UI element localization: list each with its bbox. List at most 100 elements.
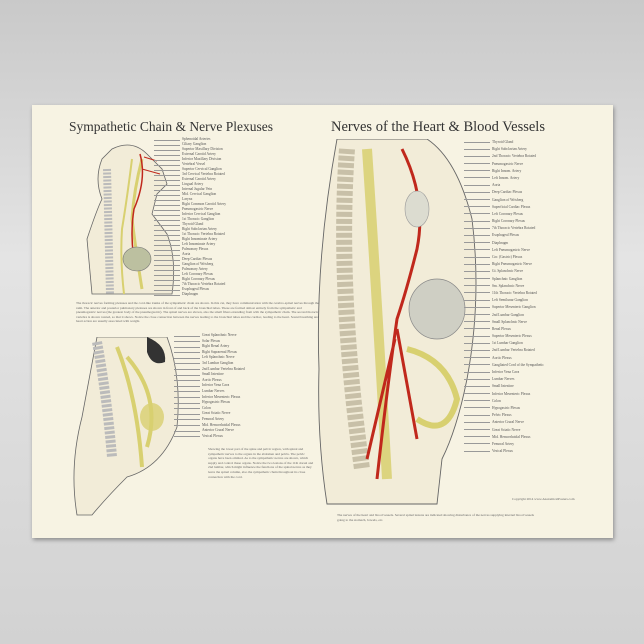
anatomy-label: Ganglion of Wrisberg	[153, 262, 226, 267]
anatomy-label: Superficial Cardiac Plexus	[464, 204, 544, 211]
anatomy-label: Vesical Plexus	[174, 434, 245, 440]
anatomy-label: Left Semilunar Ganglion	[464, 297, 544, 304]
anatomy-label: Pulmonary Artery	[153, 267, 226, 272]
anatomy-label: Pelvic Plexus	[464, 412, 544, 419]
anatomy-label: Great Sciatic Nerve	[464, 427, 544, 434]
anatomy-label: Right Coronary Plexus	[464, 218, 544, 225]
anatomy-label: Aorta	[464, 182, 544, 189]
anatomy-label: Hypogastric Plexus	[464, 405, 544, 412]
anatomy-label: Inferior Cervical Ganglion	[153, 212, 226, 217]
anatomy-label: External Carotid Artery	[153, 177, 226, 182]
anatomy-label: Superior Cervical Ganglion	[153, 167, 226, 172]
lower-body-illustration	[73, 337, 179, 516]
anatomy-label: 2nd Lumbar Vertebra Rotated	[464, 347, 544, 354]
anatomy-label: 11th Thoracic Vertebra Rotated	[464, 290, 544, 297]
anatomy-label: Inferior Mesenteric Plexus	[464, 391, 544, 398]
anatomy-label: Left Innominate Artery	[153, 242, 226, 247]
anatomy-label: 1st Lumbar Ganglion	[464, 340, 544, 347]
anatomy-label: Thyroid Gland	[153, 222, 226, 227]
anatomy-label: Gt. Splanchnic Nerve	[464, 268, 544, 275]
anatomy-label: Internal Jugular Vein	[153, 187, 226, 192]
anatomy-label: Superior Mesenteric Plexus	[464, 333, 544, 340]
left-title: Sympathetic Chain & Nerve Plexuses	[69, 119, 273, 134]
anatomy-label: Cor. (Gastric) Plexus	[464, 254, 544, 261]
anatomy-label: Right Pneumogastric Nerve	[464, 261, 544, 268]
anatomy-label: Inferior Vena Cava	[464, 369, 544, 376]
anatomy-label: Diaphragm	[153, 292, 226, 297]
anatomy-label: Aortic Plexus	[464, 355, 544, 362]
anatomy-label: Esophageal Plexus	[464, 232, 544, 239]
anatomy-label: Colon	[464, 398, 544, 405]
anatomy-label: Sphenoidal Arteries	[153, 137, 226, 142]
anatomy-label: Renal Plexus	[464, 326, 544, 333]
anatomy-label: Mid. Hemorrhoidal Plexus	[464, 434, 544, 441]
anatomy-label: Right Subclavian Artery	[464, 146, 544, 153]
anatomy-label: 3rd Lumbar Ganglion	[174, 361, 245, 367]
anatomy-label: Pulmonary Plexus	[153, 247, 226, 252]
anatomy-label: 7th Thoracic Vertebra Rotated	[464, 225, 544, 232]
anatomy-label: Left Coronary Plexus	[464, 211, 544, 218]
anatomy-label: Deep Cardiac Plexus	[464, 189, 544, 196]
anatomy-label: Right Subclavian Artery	[153, 227, 226, 232]
anatomy-label: Pneumogastric Nerve	[464, 161, 544, 168]
anatomy-label: 1st Thoracic Ganglion	[153, 217, 226, 222]
anatomy-label: Small Splanchnic Nerve	[464, 319, 544, 326]
anatomy-label: 2nd Lumbar Vertebra Rotated	[174, 366, 245, 371]
right-title: Nerves of the Heart & Blood Vessels	[331, 119, 545, 135]
anatomy-label: Femoral Artery	[174, 417, 245, 423]
anatomy-label: Solar Plexus	[174, 339, 245, 345]
anatomy-label: Anterior Crural Nerve	[174, 428, 245, 434]
anatomy-label: Diaphragm	[464, 240, 544, 247]
right-caption: The nerves of the heart and blood vessel…	[337, 513, 534, 522]
anatomy-label: Deep Cardiac Plexus	[153, 257, 226, 262]
anatomy-label: Lingual Artery	[153, 182, 226, 187]
anatomy-label: Right Coronary Plexus	[153, 277, 226, 282]
anatomy-label: Esophageal Plexus	[153, 287, 226, 292]
anatomy-label: Right Renal Artery	[174, 344, 245, 350]
left-upper-paragraph: The thoracic nerves forming plexuses and…	[76, 301, 320, 324]
anatomy-label: Right Innom. Artery	[464, 168, 544, 175]
upper-body-illustration	[86, 144, 175, 295]
anatomy-label: Inferior Vena Cava	[174, 383, 245, 389]
anatomy-label: Sm. Splanchnic Nerve	[464, 283, 544, 290]
left-lower-paragraph: Showing the lower part of the spine and …	[208, 447, 314, 479]
anatomy-label: 3rd Cervical Vertebra Rotated	[153, 172, 225, 176]
anatomy-label: Hypogastric Plexus	[174, 400, 245, 406]
anatomy-label: Left Coronary Plexus	[153, 272, 226, 277]
anatomy-label: Larynx	[153, 197, 226, 202]
anatomy-label: Inferior Maxillary Division	[153, 157, 226, 162]
anatomy-label: Mid. Hemorrhoidal Plexus	[174, 423, 245, 429]
anatomy-label: Aorta	[153, 252, 226, 257]
anatomy-label: Gangliated Cord of the Sympathetic	[464, 362, 544, 369]
anatomy-label: Ciliary Ganglion	[153, 142, 226, 147]
anatomy-label: Superior Mesenteric Ganglion	[464, 304, 544, 311]
anatomy-poster: Sympathetic Chain & Nerve Plexuses Nerve…	[32, 105, 613, 538]
anatomy-label: Inferior Mesenteric Plexus	[174, 395, 245, 401]
anatomy-label: 2nd Lumbar Ganglion	[464, 312, 544, 319]
anatomy-label: Lumbar Nerves	[464, 376, 544, 383]
anatomy-label: Vertebral Vessel	[153, 162, 226, 167]
anatomy-label: 1st Thoracic Vertebra Rotated	[153, 232, 225, 236]
anatomy-label: Colon	[174, 406, 245, 412]
anatomy-label: Pneumogastric Nerve	[153, 207, 226, 212]
anatomy-label: Thyroid Gland	[464, 139, 544, 146]
anatomy-label: Aortic Plexus	[174, 378, 245, 384]
anatomy-label: Splanchnic Ganglion	[464, 276, 544, 283]
anatomy-label: 2nd Thoracic Vertebra Rotated	[464, 153, 544, 160]
anatomy-label: Lumbar Nerves	[174, 389, 245, 395]
anatomy-label: Left Pneumogastric Nerve	[464, 247, 544, 254]
anatomy-label: Ganglion of Wrisberg	[464, 197, 544, 204]
anatomy-label: Right Innominate Artery	[153, 237, 226, 242]
anatomy-label: Great Sciatic Nerve	[174, 411, 245, 417]
anatomy-label: Small Intestine	[174, 372, 245, 378]
anatomy-label: Femoral Artery	[464, 441, 544, 448]
anatomy-label: Right Suprarenal Plexus	[174, 350, 245, 356]
anatomy-label: Mid. Cervical Ganglion	[153, 192, 226, 197]
anatomy-label: External Carotid Artery	[153, 152, 226, 157]
torso-illustration	[317, 139, 477, 505]
anatomy-label: Superior Maxillary Division	[153, 147, 226, 152]
anatomy-label: Right Common Carotid Artery	[153, 202, 227, 206]
